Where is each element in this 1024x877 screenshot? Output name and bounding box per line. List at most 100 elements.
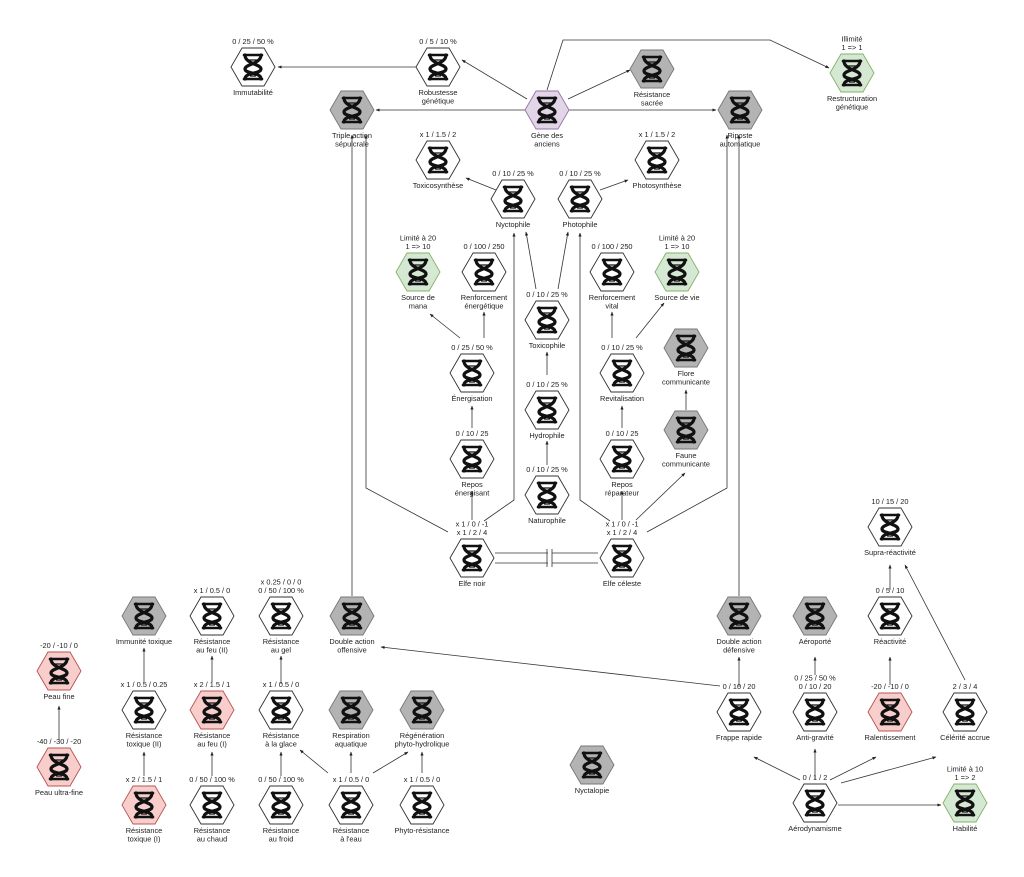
skill-node-nyctophile[interactable]: 0 / 10 / 25 %Nyctophile — [490, 169, 536, 229]
skill-node-revitalisation[interactable]: 0 / 10 / 25 %Revitalisation — [599, 343, 645, 403]
hexagon-shape[interactable] — [461, 252, 507, 292]
hexagon-shape[interactable] — [328, 785, 374, 825]
hexagon-shape[interactable] — [792, 783, 838, 823]
skill-node-hydrophile[interactable]: 0 / 10 / 25 %Hydrophile — [524, 380, 570, 440]
hexagon-shape[interactable] — [121, 596, 167, 636]
hexagon-shape[interactable] — [942, 783, 988, 823]
hexagon-shape[interactable] — [663, 410, 709, 450]
hexagon-shape[interactable] — [942, 692, 988, 732]
hexagon-shape[interactable] — [121, 785, 167, 825]
skill-node-photophile[interactable]: 0 / 10 / 25 %Photophile — [557, 169, 603, 229]
hexagon-shape[interactable] — [121, 690, 167, 730]
hexagon-shape[interactable] — [569, 745, 615, 785]
skill-node-res-gel[interactable]: x 0.25 / 0 / 00 / 50 / 100 %Résistanceau… — [258, 578, 304, 655]
hexagon-shape[interactable] — [189, 690, 235, 730]
hexagon-shape[interactable] — [415, 47, 461, 87]
hexagon-shape[interactable] — [449, 538, 495, 578]
hexagon-shape[interactable] — [867, 507, 913, 547]
hexagon-shape[interactable] — [329, 90, 375, 130]
hexagon-shape[interactable] — [716, 596, 762, 636]
hexagon-shape[interactable] — [634, 140, 680, 180]
skill-node-nyctalopie[interactable]: Nyctalopie — [569, 745, 615, 795]
hexagon-shape[interactable] — [589, 252, 635, 292]
hexagon-shape[interactable] — [189, 596, 235, 636]
hexagon-shape[interactable] — [792, 596, 838, 636]
hexagon-shape[interactable] — [230, 47, 276, 87]
hexagon-shape[interactable] — [258, 690, 304, 730]
hexagon-shape[interactable] — [524, 475, 570, 515]
hexagon-shape[interactable] — [399, 690, 445, 730]
hexagon-shape[interactable] — [449, 353, 495, 393]
hexagon-shape[interactable] — [654, 252, 700, 292]
skill-node-toxicophile[interactable]: 0 / 10 / 25 %Toxicophile — [524, 290, 570, 350]
hexagon-shape[interactable] — [524, 300, 570, 340]
hexagon-shape[interactable] — [329, 596, 375, 636]
hexagon-shape[interactable] — [599, 439, 645, 479]
hexagon-shape[interactable] — [415, 140, 461, 180]
hexagon-shape[interactable] — [524, 390, 570, 430]
hexagon-shape[interactable] — [557, 179, 603, 219]
hexagon-shape[interactable] — [524, 90, 570, 130]
hexagon-shape[interactable] — [867, 692, 913, 732]
hexagon-shape[interactable] — [792, 692, 838, 732]
hexagon-shape[interactable] — [395, 252, 441, 292]
hexagon-shape[interactable] — [663, 328, 709, 368]
hexagon-shape[interactable] — [258, 596, 304, 636]
skill-node-naturophile[interactable]: 0 / 10 / 25 %Naturophile — [524, 465, 570, 525]
hexagon-shape[interactable] — [449, 439, 495, 479]
hexagon-shape[interactable] — [189, 785, 235, 825]
skill-node-immutabilite[interactable]: 0 / 25 / 50 %Immutabilité — [230, 37, 276, 97]
hexagon-shape[interactable] — [599, 353, 645, 393]
skill-node-aeroporte[interactable]: Aéroporté — [792, 596, 838, 646]
hexagon-shape[interactable] — [258, 785, 304, 825]
hexagon-shape[interactable] — [399, 785, 445, 825]
hexagon-shape[interactable] — [328, 690, 374, 730]
hexagon-shape[interactable] — [490, 179, 536, 219]
skill-node-immunite-tox[interactable]: Immunité toxique — [116, 596, 172, 646]
hexagon-shape[interactable] — [867, 596, 913, 636]
hexagon-shape[interactable] — [599, 538, 645, 578]
skill-node-energisation[interactable]: 0 / 25 / 50 %Énergisation — [449, 343, 495, 403]
hexagon-shape[interactable] — [717, 90, 763, 130]
